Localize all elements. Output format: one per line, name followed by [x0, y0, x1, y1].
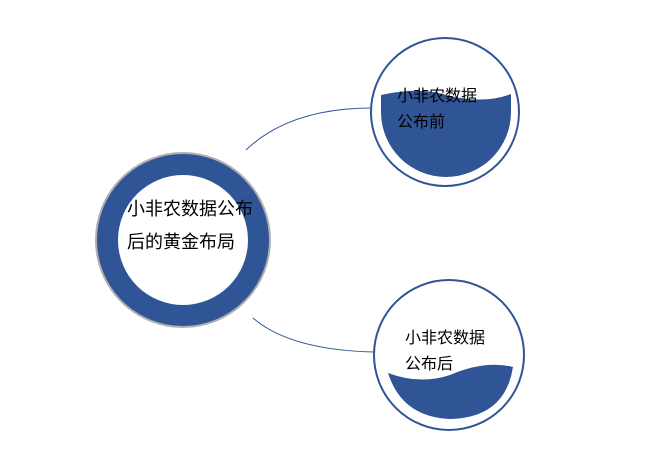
connector-top [245, 107, 373, 151]
center-node-line1: 小非农数据公布 [127, 199, 253, 220]
node-after-label: 小非农数据 公布后 [405, 325, 515, 377]
node-before-label: 小非农数据 公布前 [397, 83, 507, 135]
center-node-label: 小非农数据公布 后的黄金布局 [127, 193, 277, 259]
node-before-line1: 小非农数据 [397, 86, 478, 105]
node-before-wave-fill [381, 90, 511, 177]
connector-bottom [252, 317, 375, 353]
node-after-line1: 小非农数据 [405, 328, 486, 347]
node-before-line2: 公布前 [397, 112, 446, 131]
center-node-line2: 后的黄金布局 [127, 232, 235, 253]
node-after-wave-fill [388, 364, 513, 419]
center-node-inner [118, 175, 248, 305]
node-after-line2: 公布后 [405, 354, 454, 373]
